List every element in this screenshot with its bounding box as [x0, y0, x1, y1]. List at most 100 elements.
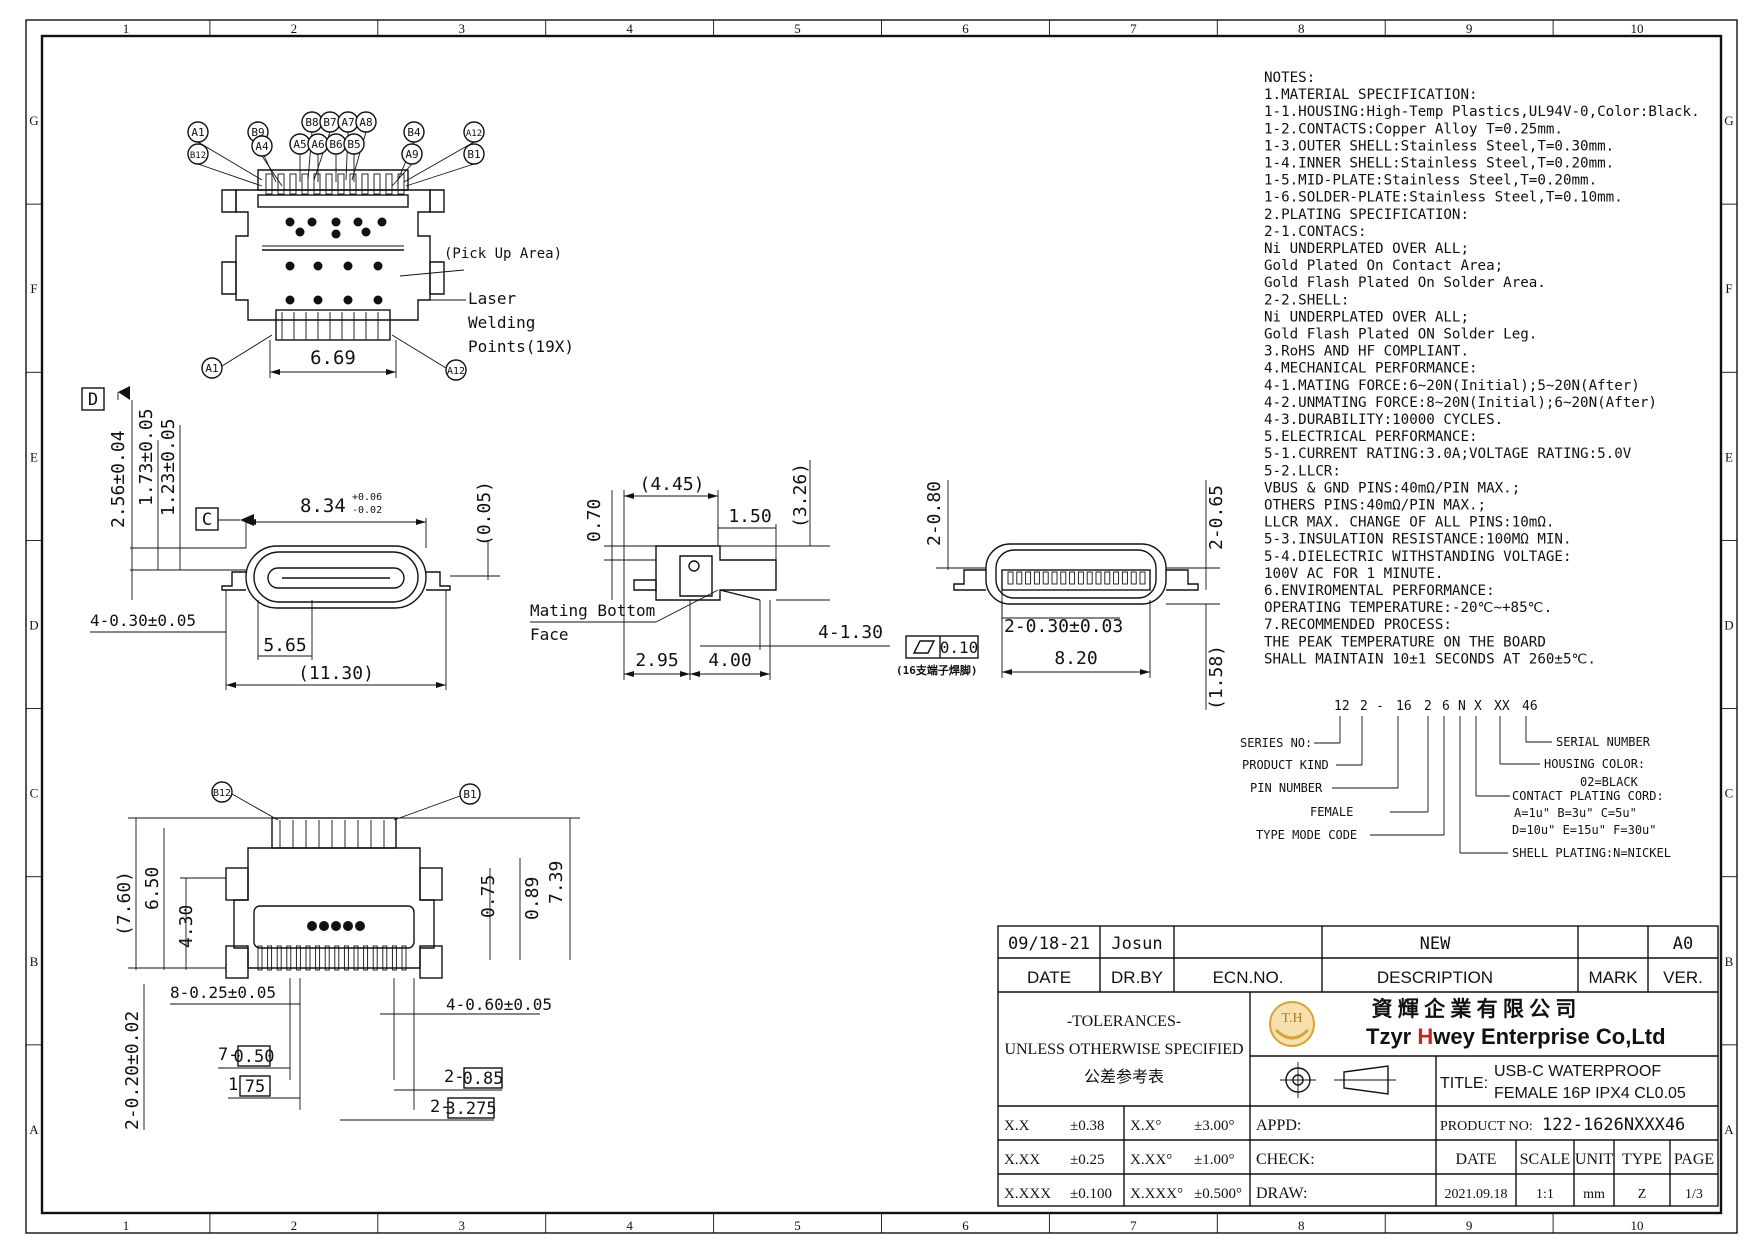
flatness-value: 0.10 [940, 638, 979, 657]
row-label-A-right: A [1724, 1122, 1734, 1137]
title-block: 09/18-21 Josun NEW A0 DATE DR.BY ECN.NO.… [997, 925, 1719, 1207]
col-label-9-top: 9 [1466, 21, 1473, 36]
code-seg-8: XX [1494, 699, 1510, 714]
bv-dim-060: 4-0.60±0.05 [446, 995, 552, 1014]
bv-dim-075: 0.75 [478, 875, 499, 918]
col-label-2-bottom: 2 [291, 1218, 298, 1233]
val-type: Z [1638, 1187, 1647, 1202]
company-logo: T.H [1269, 1001, 1315, 1047]
logo-text: T.H [1281, 1011, 1302, 1026]
val-scale: 1:1 [1536, 1187, 1554, 1202]
callout-a1: A1 [191, 126, 204, 139]
bv-dim-020: 2-0.20±0.02 [122, 1011, 143, 1130]
note-line-20: 4-3.DURABILITY:10000 CYCLES. [1264, 412, 1503, 428]
tol-cell-0-1: ±0.38 [1070, 1118, 1104, 1134]
rev-desc: NEW [1420, 934, 1451, 954]
dim-565: 5.65 [263, 635, 306, 656]
note-line-29: 100V AC FOR 1 MINUTE. [1264, 566, 1443, 582]
callout-a9: A9 [405, 148, 418, 161]
row-label-D-left: D [29, 618, 38, 633]
rev-by: Josun [1111, 934, 1162, 954]
laser-label-1: Laser [468, 289, 517, 308]
code-label-female: FEMALE [1310, 805, 1353, 819]
note-line-16: 3.RoHS AND HF COMPLIANT. [1264, 344, 1469, 360]
draw-label: DRAW: [1256, 1185, 1307, 1202]
bv-dim-050: 0.50 [234, 1047, 275, 1067]
row-label-B-right: B [1725, 954, 1734, 969]
row-label-B-left: B [30, 954, 39, 969]
col-label-10-top: 10 [1631, 21, 1644, 36]
code-seg-0: 12 [1334, 699, 1350, 714]
callout-a12-bottom: A12 [447, 366, 465, 377]
note-line-19: 4-2.UNMATING FORCE:8~20N(Initial);6~20N(… [1264, 395, 1657, 411]
code-seg-3: 16 [1396, 699, 1412, 714]
tol-cell-2-2: X.XXX° [1130, 1186, 1183, 1202]
title-label: TITLE: [1440, 1075, 1488, 1092]
col-label-8-bottom: 8 [1298, 1218, 1305, 1233]
callout-a5: A5 [293, 138, 306, 151]
col-label-3-bottom: 3 [459, 1218, 466, 1233]
col-label-7-bottom: 7 [1130, 1218, 1137, 1233]
datum-d: D [88, 390, 98, 410]
col-label-9-bottom: 9 [1466, 1218, 1473, 1233]
col-label-2-top: 2 [291, 21, 298, 36]
note-line-33: THE PEAK TEMPERATURE ON THE BOARD [1264, 634, 1546, 650]
tol-cell-1-3: ±1.00° [1194, 1152, 1234, 1168]
company-en: Tzyr Hwey Enterprise Co,Ltd [1366, 1024, 1666, 1049]
tol-line2: UNLESS OTHERWISE SPECIFIED [1004, 1041, 1243, 1058]
bv-dim-3275-prefix: 2- [430, 1097, 450, 1117]
product-no-label: PRODUCT NO: [1440, 1119, 1533, 1134]
dim-1130: (11.30) [298, 663, 374, 684]
title-line2: FEMALE 16P IPX4 CL0.05 [1494, 1085, 1686, 1102]
note-line-10: Ni UNDERPLATED OVER ALL; [1264, 241, 1469, 257]
callout-b5: B5 [347, 138, 360, 151]
bv-dim-089: 0.89 [522, 877, 543, 920]
dim-326: (3.26) [790, 463, 811, 528]
pickup-area-label: (Pick Up Area) [444, 246, 562, 262]
flatness-note: (16支端子焊脚) [896, 663, 978, 677]
dim-005: (0.05) [474, 481, 495, 546]
callout-b8: B8 [305, 116, 318, 129]
tol-cell-1-0: X.XX [1004, 1152, 1040, 1168]
note-line-28: 5-4.DIELECTRIC WITHSTANDING VOLTAGE: [1264, 549, 1572, 565]
col-label-10-bottom: 10 [1631, 1218, 1644, 1233]
row-label-G-right: G [1724, 113, 1733, 128]
val-unit: mm [1583, 1187, 1605, 1202]
col-page: PAGE [1674, 1151, 1714, 1168]
mating-label-1: Mating Bottom [530, 601, 655, 620]
company-cn: 資 輝 企 業 有 限 公 司 [1372, 997, 1577, 1021]
code-label-plating2: D=10u" E=15u" F=30u" [1512, 823, 1657, 837]
code-seg-1: 2 [1360, 699, 1368, 714]
dim-130: 4-1.30 [818, 622, 883, 643]
row-label-F-right: F [1725, 281, 1732, 296]
row-label-D-right: D [1724, 618, 1733, 633]
note-line-31: OPERATING TEMPERATURE:-20℃~+85℃. [1264, 600, 1552, 616]
code-label-plating1: A=1u" B=3u" C=5u" [1514, 806, 1637, 820]
col-label-8-top: 8 [1298, 21, 1305, 36]
note-line-27: 5-3.INSULATION RESISTANCE:100MΩ MIN. [1264, 532, 1572, 548]
note-line-3: 1-2.CONTACTS:Copper Alloy T=0.25mm. [1264, 121, 1563, 137]
appd-label: APPD: [1256, 1117, 1301, 1134]
front-view: D C 2.56±0.04 1.73±0.05 1.23±0.05 8.34 +… [81, 386, 500, 690]
note-line-9: 2-1.CONTACS: [1264, 224, 1367, 240]
callout-a6: A6 [311, 138, 324, 151]
code-label-type: TYPE MODE CODE [1256, 828, 1357, 842]
col-scale: SCALE [1520, 1151, 1571, 1168]
callout-b7: B7 [323, 116, 336, 129]
hdr-date: DATE [1027, 968, 1071, 987]
col-label-1-bottom: 1 [123, 1218, 130, 1233]
bv-callout-b12: B12 [213, 788, 231, 799]
code-label-serial: SERIAL NUMBER [1556, 735, 1651, 749]
note-line-17: 4.MECHANICAL PERFORMANCE: [1264, 361, 1478, 377]
bv-dim-760: (7.60) [114, 871, 135, 936]
code-seg-5: 6 [1442, 699, 1450, 714]
tol-cell-0-0: X.X [1004, 1118, 1030, 1134]
dim-400: 4.00 [708, 650, 751, 671]
note-line-12: Gold Flash Plated On Solder Area. [1264, 275, 1546, 291]
dim-173: 1.73±0.05 [136, 408, 157, 506]
code-label-kind: PRODUCT KIND [1242, 758, 1329, 772]
row-label-E-right: E [1725, 449, 1733, 464]
check-label: CHECK: [1256, 1151, 1315, 1168]
